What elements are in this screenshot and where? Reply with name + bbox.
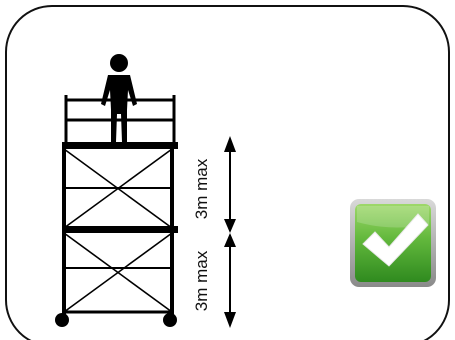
upper-height-arrow xyxy=(224,136,236,233)
upper-height-label: 3m max xyxy=(192,158,211,219)
scaffold-tower-icon xyxy=(55,95,178,327)
card-border xyxy=(5,5,450,340)
person-silhouette-icon xyxy=(101,54,137,142)
lower-height-arrow xyxy=(224,233,236,328)
green-checkmark-icon xyxy=(350,199,436,287)
lower-height-label: 3m max xyxy=(192,250,211,311)
